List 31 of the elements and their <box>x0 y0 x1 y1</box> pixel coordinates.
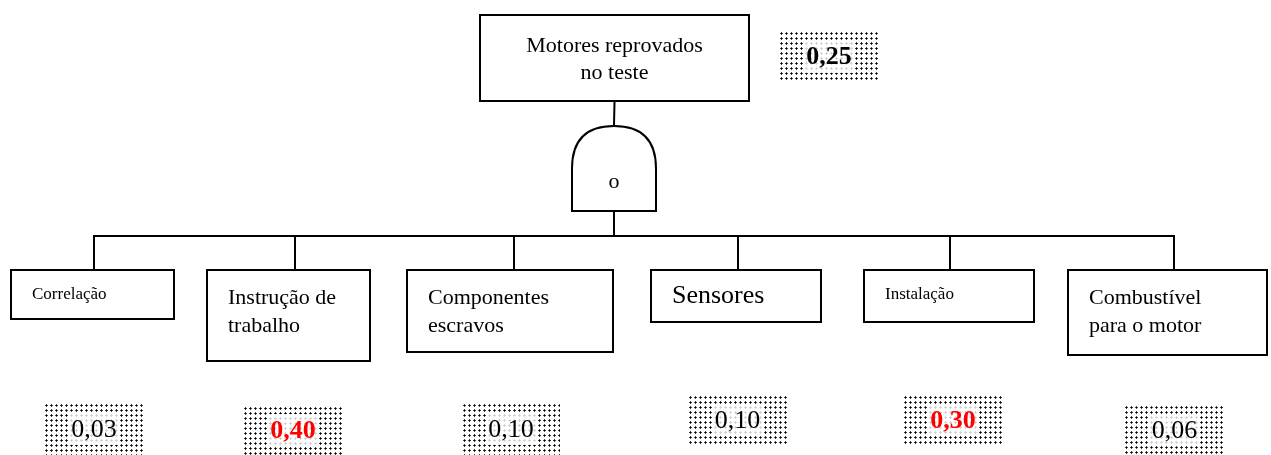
probability-box <box>688 395 787 445</box>
node-text: 0,10 <box>486 412 536 446</box>
event-box <box>479 14 750 102</box>
node-text: Sensores <box>672 279 766 311</box>
node-text: 0,06 <box>1149 413 1200 447</box>
connector-line <box>613 101 616 126</box>
probability-box <box>462 403 560 455</box>
probability-box <box>243 406 343 455</box>
event-box <box>10 269 175 320</box>
node-text: Motores reprovados no teste <box>525 30 704 86</box>
node-text: Correlação <box>32 283 108 305</box>
node-text: Componentes escravos <box>428 283 550 338</box>
event-box <box>650 269 822 323</box>
probability-box <box>1124 405 1225 455</box>
event-box <box>206 269 371 362</box>
probability-box <box>779 31 879 82</box>
node-text: o <box>608 168 620 193</box>
node-text: 0,30 <box>928 403 978 437</box>
event-box <box>1067 269 1268 356</box>
node-text: Instrução de trabalho <box>228 283 338 338</box>
event-box <box>406 269 614 353</box>
node-text: 0,40 <box>268 414 318 447</box>
node-text: 0,25 <box>804 40 854 73</box>
node-text: 0,03 <box>69 412 119 446</box>
or-gate <box>571 125 657 212</box>
node-text: 0,10 <box>712 403 763 437</box>
node-text: Instalação <box>885 283 955 305</box>
probability-box <box>44 403 144 455</box>
event-box <box>863 269 1035 323</box>
node-text: Combustível para o motor <box>1089 283 1203 338</box>
probability-box <box>903 395 1003 445</box>
